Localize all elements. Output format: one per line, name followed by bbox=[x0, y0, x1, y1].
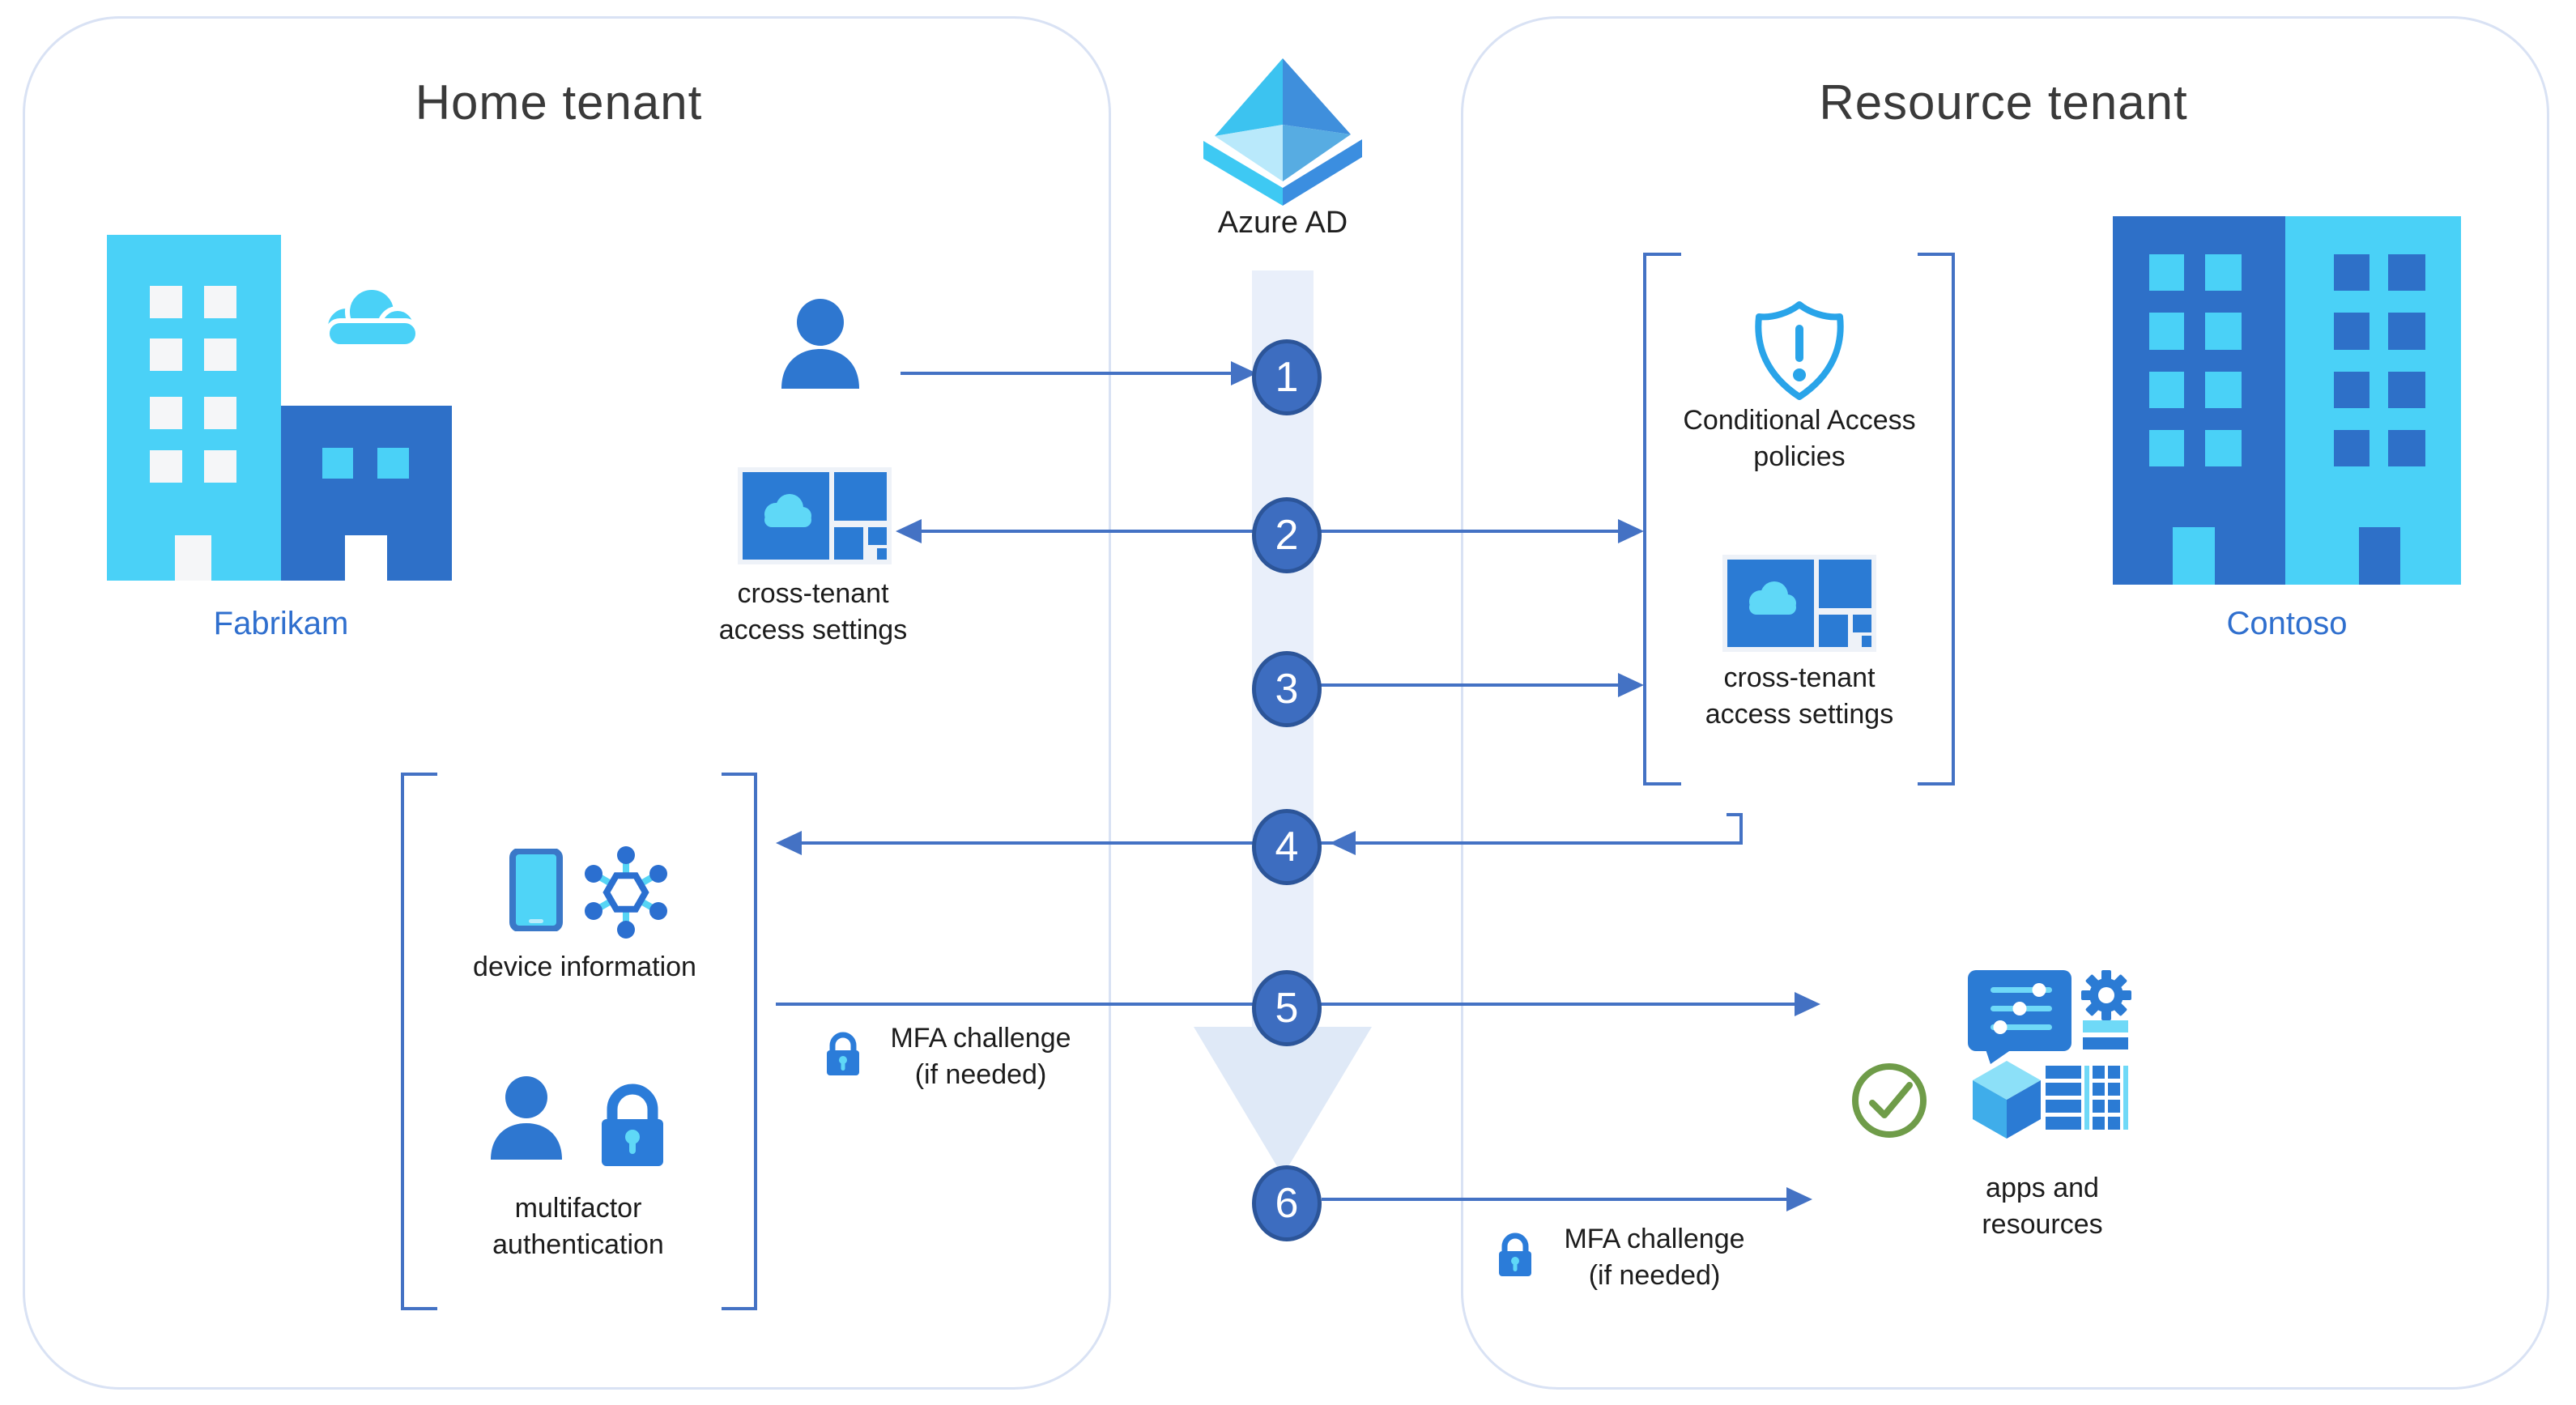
cross-tenant-settings-icon-home bbox=[738, 467, 892, 564]
home-tenant-title: Home tenant bbox=[415, 75, 703, 130]
gear-icon bbox=[2081, 970, 2131, 1020]
step-circle-6: 6 bbox=[1252, 1165, 1322, 1241]
legend-bar-blue bbox=[2083, 1037, 2128, 1049]
mfa-challenge-label-resource: MFA challenge (if needed) bbox=[1564, 1224, 1745, 1291]
arrow-step-6 bbox=[1322, 1187, 1812, 1211]
cross-tenant-settings-icon-resource bbox=[1722, 555, 1876, 652]
mfa-lock-icon-resource bbox=[1499, 1233, 1531, 1276]
resource-policy-bracket bbox=[1643, 253, 1955, 786]
phone-icon bbox=[509, 849, 563, 931]
legend-bar-cyan bbox=[2083, 1020, 2128, 1032]
table-icon bbox=[2046, 1066, 2128, 1130]
azure-ad-label: Azure AD bbox=[1217, 206, 1348, 240]
padlock-icon bbox=[602, 1084, 663, 1166]
contoso-label: Contoso bbox=[2226, 606, 2348, 641]
step-circle-4: 4 bbox=[1252, 809, 1322, 885]
conditional-access-shield-icon bbox=[1755, 301, 1844, 400]
cross-tenant-settings-label-home: cross-tenant access settings bbox=[718, 578, 908, 645]
mfa-lock-icon-home bbox=[827, 1032, 859, 1075]
home-scope-bracket bbox=[401, 773, 757, 1310]
fabrikam-buildings-icon bbox=[107, 235, 452, 581]
user-icon bbox=[781, 299, 859, 389]
device-hub-icon bbox=[585, 846, 667, 939]
contoso-buildings-icon bbox=[2113, 216, 2461, 585]
device-information-label: device information bbox=[473, 952, 696, 982]
multifactor-authentication-label: multifactor authentication bbox=[492, 1193, 664, 1260]
step-circle-1: 1 bbox=[1252, 339, 1322, 415]
step-circle-5: 5 bbox=[1252, 970, 1322, 1046]
sliders-panel-icon bbox=[1968, 970, 2071, 1064]
apps-resources-label: apps and resources bbox=[1982, 1173, 2103, 1240]
step-circle-2: 2 bbox=[1252, 497, 1322, 573]
azure-ad-icon bbox=[1203, 58, 1362, 206]
mfa-challenge-label-home: MFA challenge (if needed) bbox=[890, 1023, 1071, 1090]
flow-arrowhead bbox=[1194, 1027, 1372, 1176]
cross-tenant-settings-label-resource: cross-tenant access settings bbox=[1705, 662, 1894, 730]
person-icon bbox=[491, 1076, 562, 1160]
resource-tenant-title: Resource tenant bbox=[1819, 75, 2188, 130]
conditional-access-label: Conditional Access policies bbox=[1683, 405, 1916, 472]
step-circle-3: 3 bbox=[1252, 651, 1322, 727]
arrow-step-1 bbox=[901, 361, 1257, 385]
fabrikam-label: Fabrikam bbox=[213, 606, 349, 641]
arrow-step-3 bbox=[1318, 673, 1644, 697]
cube-icon bbox=[1973, 1061, 2041, 1139]
check-circle-icon bbox=[1852, 1063, 1927, 1138]
